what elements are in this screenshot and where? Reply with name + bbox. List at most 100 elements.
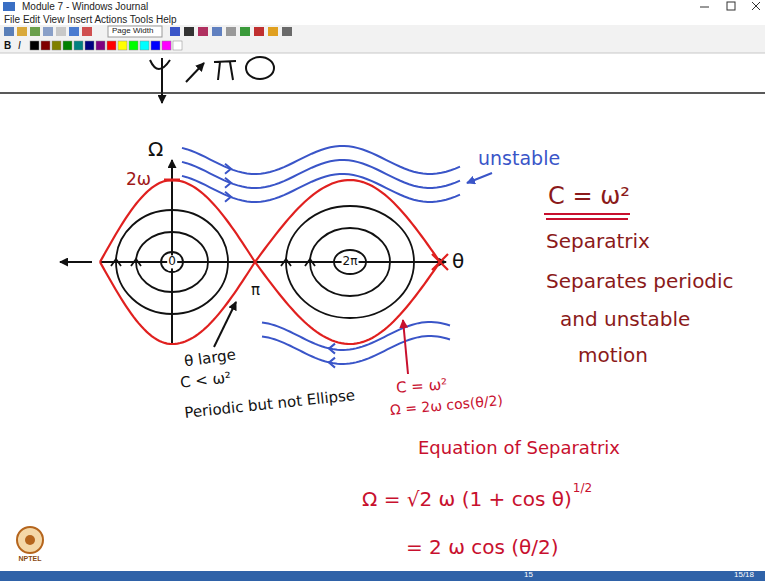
toolbar-icon [69, 27, 79, 36]
app-icon [3, 2, 15, 11]
sketch-arrow [186, 63, 204, 82]
toolbar-icon [254, 27, 264, 36]
toolbar-icon [198, 27, 208, 36]
toolbar-icon [268, 27, 278, 36]
toolbar-icon [56, 27, 66, 36]
toolbar-icons [4, 27, 292, 36]
sketch-stroke [214, 61, 236, 80]
separatrix-curve [100, 180, 255, 262]
direction-chevron [225, 164, 231, 174]
palette-swatch [140, 41, 149, 50]
toolbar-icon [282, 27, 292, 36]
equation: = 2 ω cos (θ/2) [406, 536, 559, 558]
separatrix-curve [255, 262, 440, 344]
direction-chevron [329, 344, 335, 354]
toolbar-icon [4, 27, 14, 36]
separatrix-curve [100, 262, 255, 344]
separatrix-equation: Ω = 2ω cos(θ/2) [390, 393, 504, 418]
periodic-orbit [310, 228, 390, 296]
separatrix-curve [255, 180, 440, 262]
palette-swatch [151, 41, 160, 50]
axis-label: Ω [148, 138, 163, 160]
unstable-trajectory [182, 160, 460, 188]
unstable-trajectory [182, 174, 460, 202]
zoom-dropdown [108, 26, 162, 37]
logo-center [25, 535, 35, 545]
condition-label: C < ω² [179, 369, 232, 391]
direction-chevron [329, 358, 335, 368]
periodic-orbit [161, 252, 183, 272]
direction-chevron [111, 259, 121, 266]
condition-label: C = ω² [395, 376, 447, 396]
periodic-orbit [136, 232, 208, 292]
heading-equation: C = ω² [548, 183, 630, 209]
palette-swatch [173, 41, 182, 50]
palette-swatch [30, 41, 39, 50]
amplitude-label: 2ω [126, 170, 151, 189]
logo-text: NPTEL [19, 555, 42, 563]
periodic-orbit [334, 250, 366, 274]
heading: Equation of Separatrix [418, 438, 620, 458]
unstable-trajectory [262, 322, 450, 350]
note-text: Separates periodic [546, 270, 734, 292]
palette-swatch [41, 41, 50, 50]
direction-chevron [225, 178, 231, 188]
italic-button: I [18, 40, 21, 51]
toolbar-icon [240, 27, 250, 36]
note-text: θ large [183, 346, 237, 370]
theta-axis [100, 261, 446, 263]
leader-arrow [214, 302, 236, 347]
exponent: 1/2 [573, 482, 592, 495]
unstable-label: unstable [478, 148, 560, 169]
page-marker: 15 [524, 571, 533, 580]
palette-swatch [85, 41, 94, 50]
direction-chevron [305, 259, 315, 266]
palette-swatch [52, 41, 61, 50]
status-bar [0, 571, 765, 581]
toolbar-border [0, 53, 765, 54]
periodic-orbit [286, 206, 414, 318]
palette-swatch [96, 41, 105, 50]
zoom-text: Page Width [112, 27, 153, 36]
toolbar-icon [212, 27, 222, 36]
bold-button: B [4, 40, 11, 51]
palette-swatch [107, 41, 116, 50]
logo-circle [17, 527, 43, 553]
unstable-trajectory [182, 146, 460, 174]
leader-arrow [403, 320, 408, 374]
sketch-circle [246, 57, 274, 79]
title-bar [0, 0, 765, 13]
direction-chevron [131, 259, 141, 266]
note-text: motion [578, 344, 648, 366]
leader-arrow [467, 173, 492, 183]
toolbar-icon [184, 27, 194, 36]
heading: Separatrix [546, 230, 650, 252]
menu-bar [0, 13, 765, 25]
palette-swatch [162, 41, 171, 50]
toolbar-icon [226, 27, 236, 36]
palette-swatch [129, 41, 138, 50]
toolbar-icon [43, 27, 53, 36]
color-palette [30, 41, 182, 50]
maximize-button [727, 2, 735, 10]
unstable-trajectory [262, 336, 450, 364]
underline [544, 213, 630, 215]
toolbar-icon [17, 27, 27, 36]
sketch-arrow [161, 58, 163, 103]
palette-swatch [63, 41, 72, 50]
note-text: and unstable [560, 308, 690, 330]
palette-swatch [74, 41, 83, 50]
underline [546, 218, 628, 220]
direction-chevron [281, 259, 291, 266]
axis-label: θ [452, 250, 464, 272]
center-label: 2π [342, 255, 359, 268]
toolbar-icon [82, 27, 92, 36]
equation: Ω = √2 ω (1 + cos θ) [362, 488, 572, 510]
note-text: Periodic but not Ellipse [184, 387, 356, 421]
pi-label: π [250, 282, 261, 299]
amplitude-tick [164, 179, 180, 182]
section-divider [0, 92, 765, 94]
toolbar [0, 25, 765, 53]
periodic-orbit [116, 210, 228, 314]
